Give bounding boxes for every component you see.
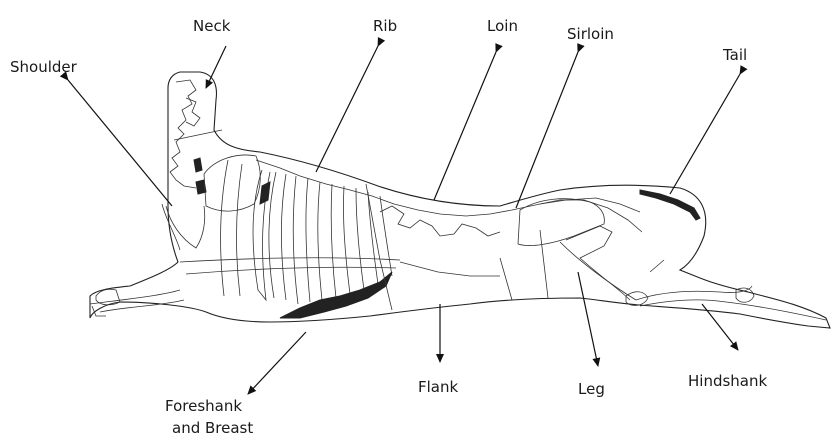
label-shoulder: Shoulder [10,58,77,76]
label-rib: Rib [373,17,397,35]
hindshank-arrow [702,304,738,350]
label-tail: Tail [723,46,747,64]
rib-arrow [316,46,378,172]
sirloin-arrow [516,52,578,208]
label-flank: Flank [418,378,458,396]
foreshank-arrow [248,332,306,394]
label-sirloin: Sirloin [567,25,614,43]
label-foreshank: Foreshank [165,397,242,415]
tail-arrow [670,74,740,194]
label-hindshank: Hindshank [688,372,767,390]
neck-arrow [206,46,226,88]
label-neck: Neck [193,17,230,35]
leg-arrow [578,272,598,366]
loin-arrow [434,52,496,200]
label-loin: Loin [487,17,518,35]
label-leg: Leg [578,380,605,398]
shoulder-arrow [68,80,172,206]
label-breast: and Breast [172,419,253,437]
